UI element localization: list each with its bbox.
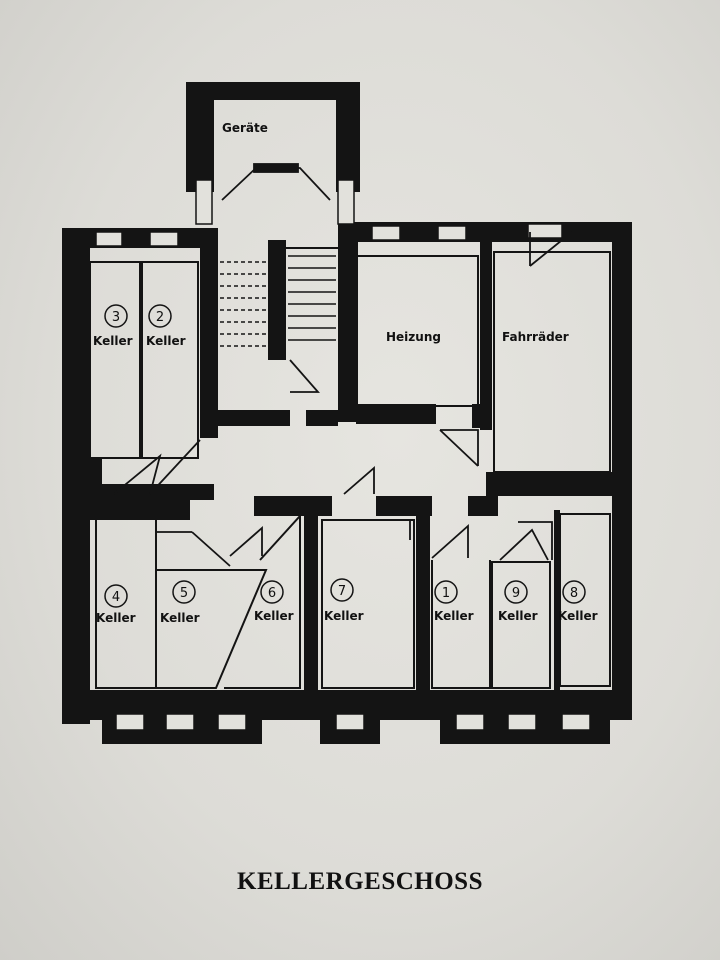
room-labels: Geräte Heizung Fahrräder [222, 121, 569, 344]
door-swings [113, 163, 573, 567]
cellar-number-5: 5 [180, 586, 188, 601]
cellar-number-1: 1 [442, 586, 450, 601]
cellar-numbers: 3 2 4 5 6 7 1 9 8 [112, 310, 578, 605]
cellar-label-5: Keller [160, 611, 200, 625]
cellar-number-2: 2 [156, 310, 164, 325]
cellar-number-3: 3 [112, 310, 120, 325]
windows [95, 179, 591, 731]
cellar-label-2: Keller [146, 334, 186, 348]
cellar-number-7: 7 [338, 584, 346, 599]
room-label-geraete: Geräte [222, 121, 268, 135]
room-label-fahrraeder: Fahrräder [502, 330, 569, 344]
cellar-label-7: Keller [324, 609, 364, 623]
cellar-number-6: 6 [268, 586, 276, 601]
partitions [89, 247, 611, 689]
cellar-label-9: Keller [498, 609, 538, 623]
page-title: KELLERGESCHOSS [237, 868, 483, 895]
cellar-number-8: 8 [570, 586, 578, 601]
cellar-number-9: 9 [512, 586, 520, 601]
cellar-label-4: Keller [96, 611, 136, 625]
cellar-label-8: Keller [558, 609, 598, 623]
cellar-number-4: 4 [112, 590, 120, 605]
cellar-number-circles [104, 304, 586, 608]
cellar-labels: Keller Keller Keller Keller Keller Kelle… [93, 334, 598, 625]
cellar-label-1: Keller [434, 609, 474, 623]
room-label-heizung: Heizung [386, 330, 441, 344]
stairs [220, 255, 336, 347]
cellar-label-3: Keller [93, 334, 133, 348]
cellar-label-6: Keller [254, 609, 294, 623]
